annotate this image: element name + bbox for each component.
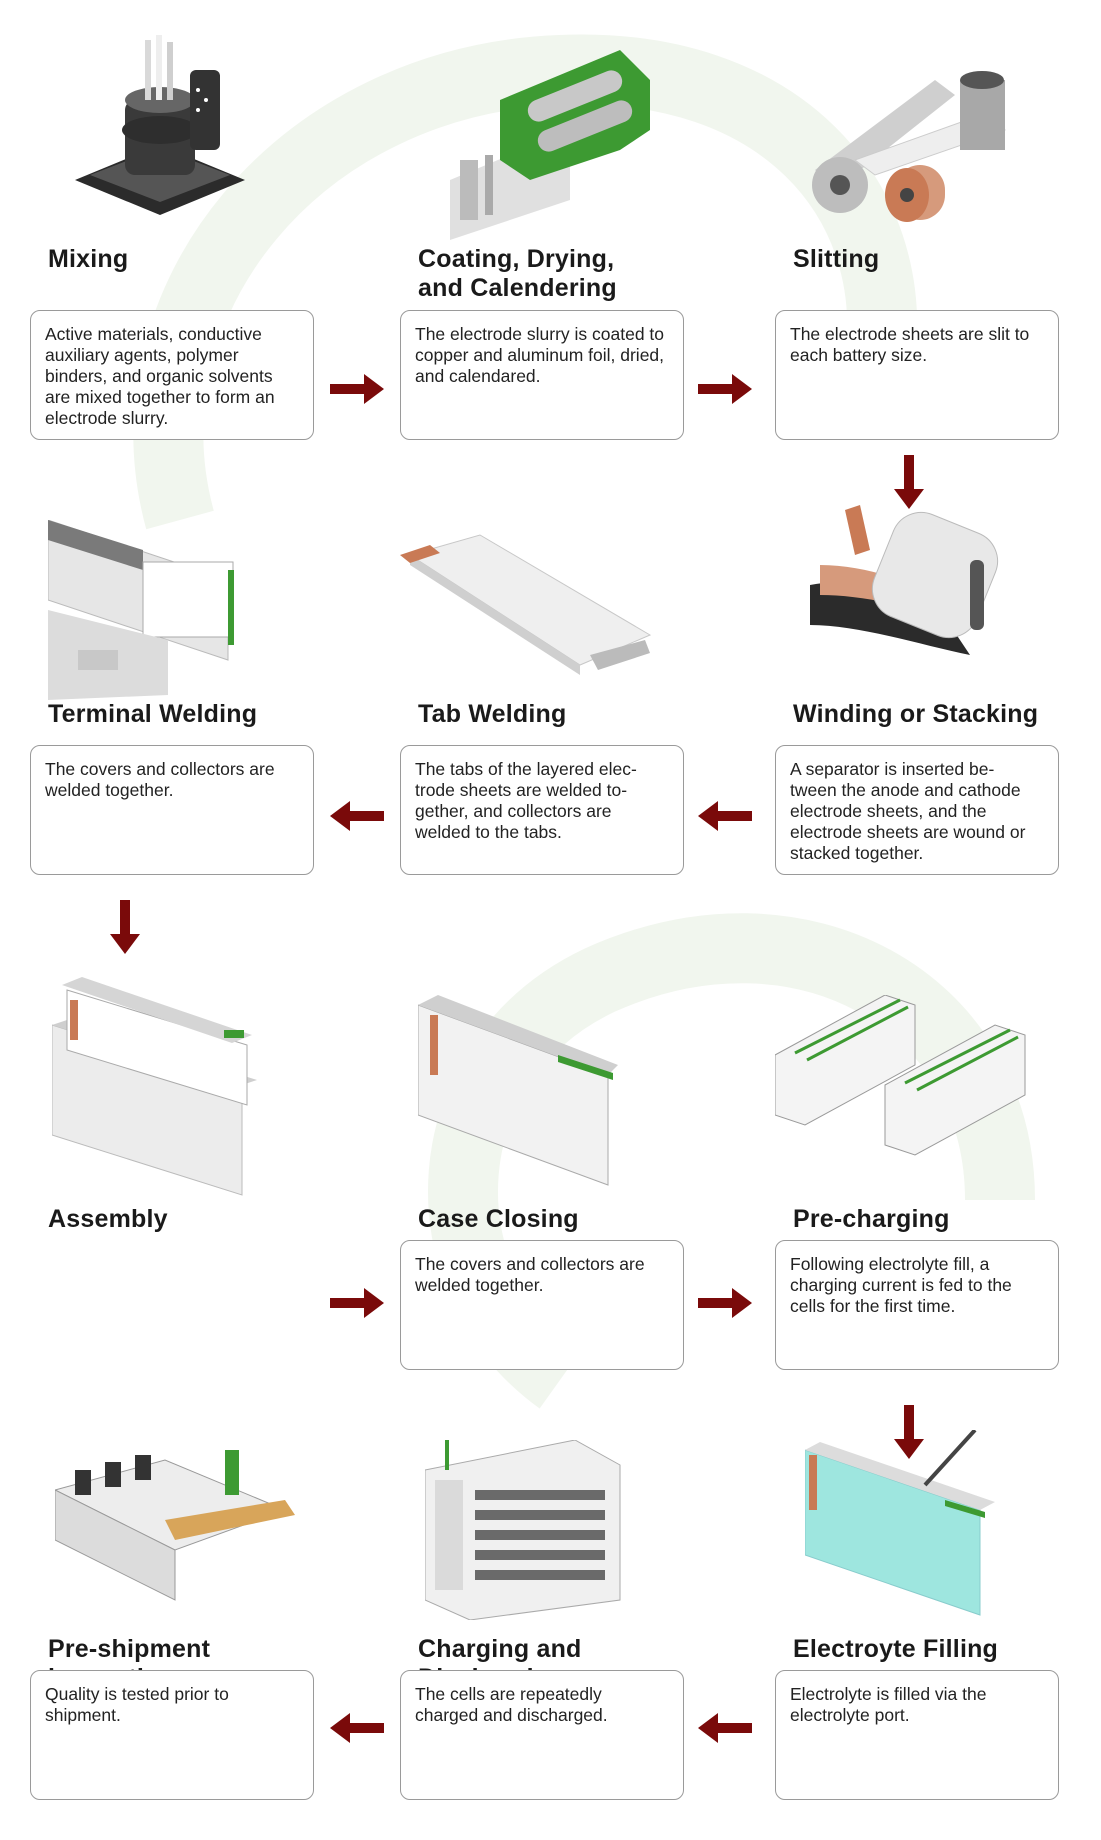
step-title: Terminal Welding [48, 700, 258, 728]
step-description: The electrode slurry is coated to copper… [400, 310, 684, 440]
step-tab-welding: Tab Welding The tabs of the layered elec… [400, 505, 686, 880]
step-terminal-welding: Terminal Welding The covers and collecto… [30, 505, 316, 880]
electrode-stack-icon [400, 534, 652, 675]
step-description: The electrode sheets are slit to each ba… [775, 310, 1059, 440]
closed-cell-icon [418, 995, 618, 1186]
step-winding: Winding or Stacking A separator is inser… [775, 505, 1061, 880]
arrow-left-icon [330, 1713, 384, 1743]
step-title: Case Closing [418, 1205, 579, 1233]
electrolyte-fill-icon [805, 1430, 995, 1616]
arrow-left-icon [330, 801, 384, 831]
step-title: Coating, Drying, and Calendering [418, 245, 617, 302]
step-title: Electroyte Filling [793, 1635, 999, 1663]
step-charging-discharging: Charging and Discharging The cells are r… [400, 1430, 686, 1810]
step-title: Tab Welding [418, 700, 567, 728]
step-coating: Coating, Drying, and Calendering The ele… [400, 30, 686, 445]
winding-roll-icon [810, 505, 999, 655]
step-pre-shipment-inspection: Pre-shipment inspection Quality is teste… [30, 1430, 316, 1810]
arrow-right-icon [330, 1288, 384, 1318]
arrow-down-icon [894, 1405, 924, 1459]
step-description: Active materials, conductive auxiliary a… [30, 310, 314, 440]
step-mixing: Mixing Active materials, conductive auxi… [30, 30, 316, 445]
step-title: Pre-charging [793, 1205, 950, 1233]
arrow-left-icon [698, 1713, 752, 1743]
arrow-right-icon [698, 1288, 752, 1318]
step-description: A separator is inserted be- tween the an… [775, 745, 1059, 875]
step-description: Following electrolyte fill, a charging c… [775, 1240, 1059, 1370]
step-description: Electrolyte is filled via the electrolyt… [775, 1670, 1059, 1800]
step-description: The covers and collectors are welded tog… [400, 1240, 684, 1370]
step-description: The cells are repeatedly charged and dis… [400, 1670, 684, 1800]
step-title: Winding or Stacking [793, 700, 1039, 728]
step-assembly: Assembly [30, 975, 316, 1233]
step-description: The covers and collectors are welded tog… [30, 745, 314, 875]
step-description: Quality is tested prior to shipment. [30, 1670, 314, 1800]
inspection-line-icon [55, 1450, 295, 1601]
step-title: Assembly [48, 1205, 168, 1233]
arrow-down-icon [110, 900, 140, 954]
step-slitting: Slitting The electrode sheets are slit t… [775, 30, 1061, 445]
step-description: The tabs of the layered elec- trode shee… [400, 745, 684, 875]
step-pre-charging: Pre-charging Following electrolyte fill,… [775, 975, 1061, 1375]
step-title: Mixing [48, 245, 129, 273]
step-case-closing: Case Closing The covers and collectors a… [400, 975, 686, 1375]
step-electrolyte-filling: Electroyte Filling Electrolyte is filled… [775, 1430, 1061, 1810]
arrow-left-icon [698, 801, 752, 831]
cell-array-icon [775, 995, 1026, 1156]
terminal-weld-icon [48, 520, 234, 700]
charging-cabinet-icon [425, 1440, 621, 1620]
cell-assembly-icon [52, 977, 257, 1196]
arrow-right-icon [330, 374, 384, 404]
coating-roller-icon [450, 50, 650, 240]
mixer-machine-icon [75, 35, 245, 215]
step-title: Slitting [793, 245, 880, 273]
arrow-down-icon [894, 455, 924, 509]
foil-rolls-icon [812, 71, 1006, 222]
arrow-right-icon [698, 374, 752, 404]
